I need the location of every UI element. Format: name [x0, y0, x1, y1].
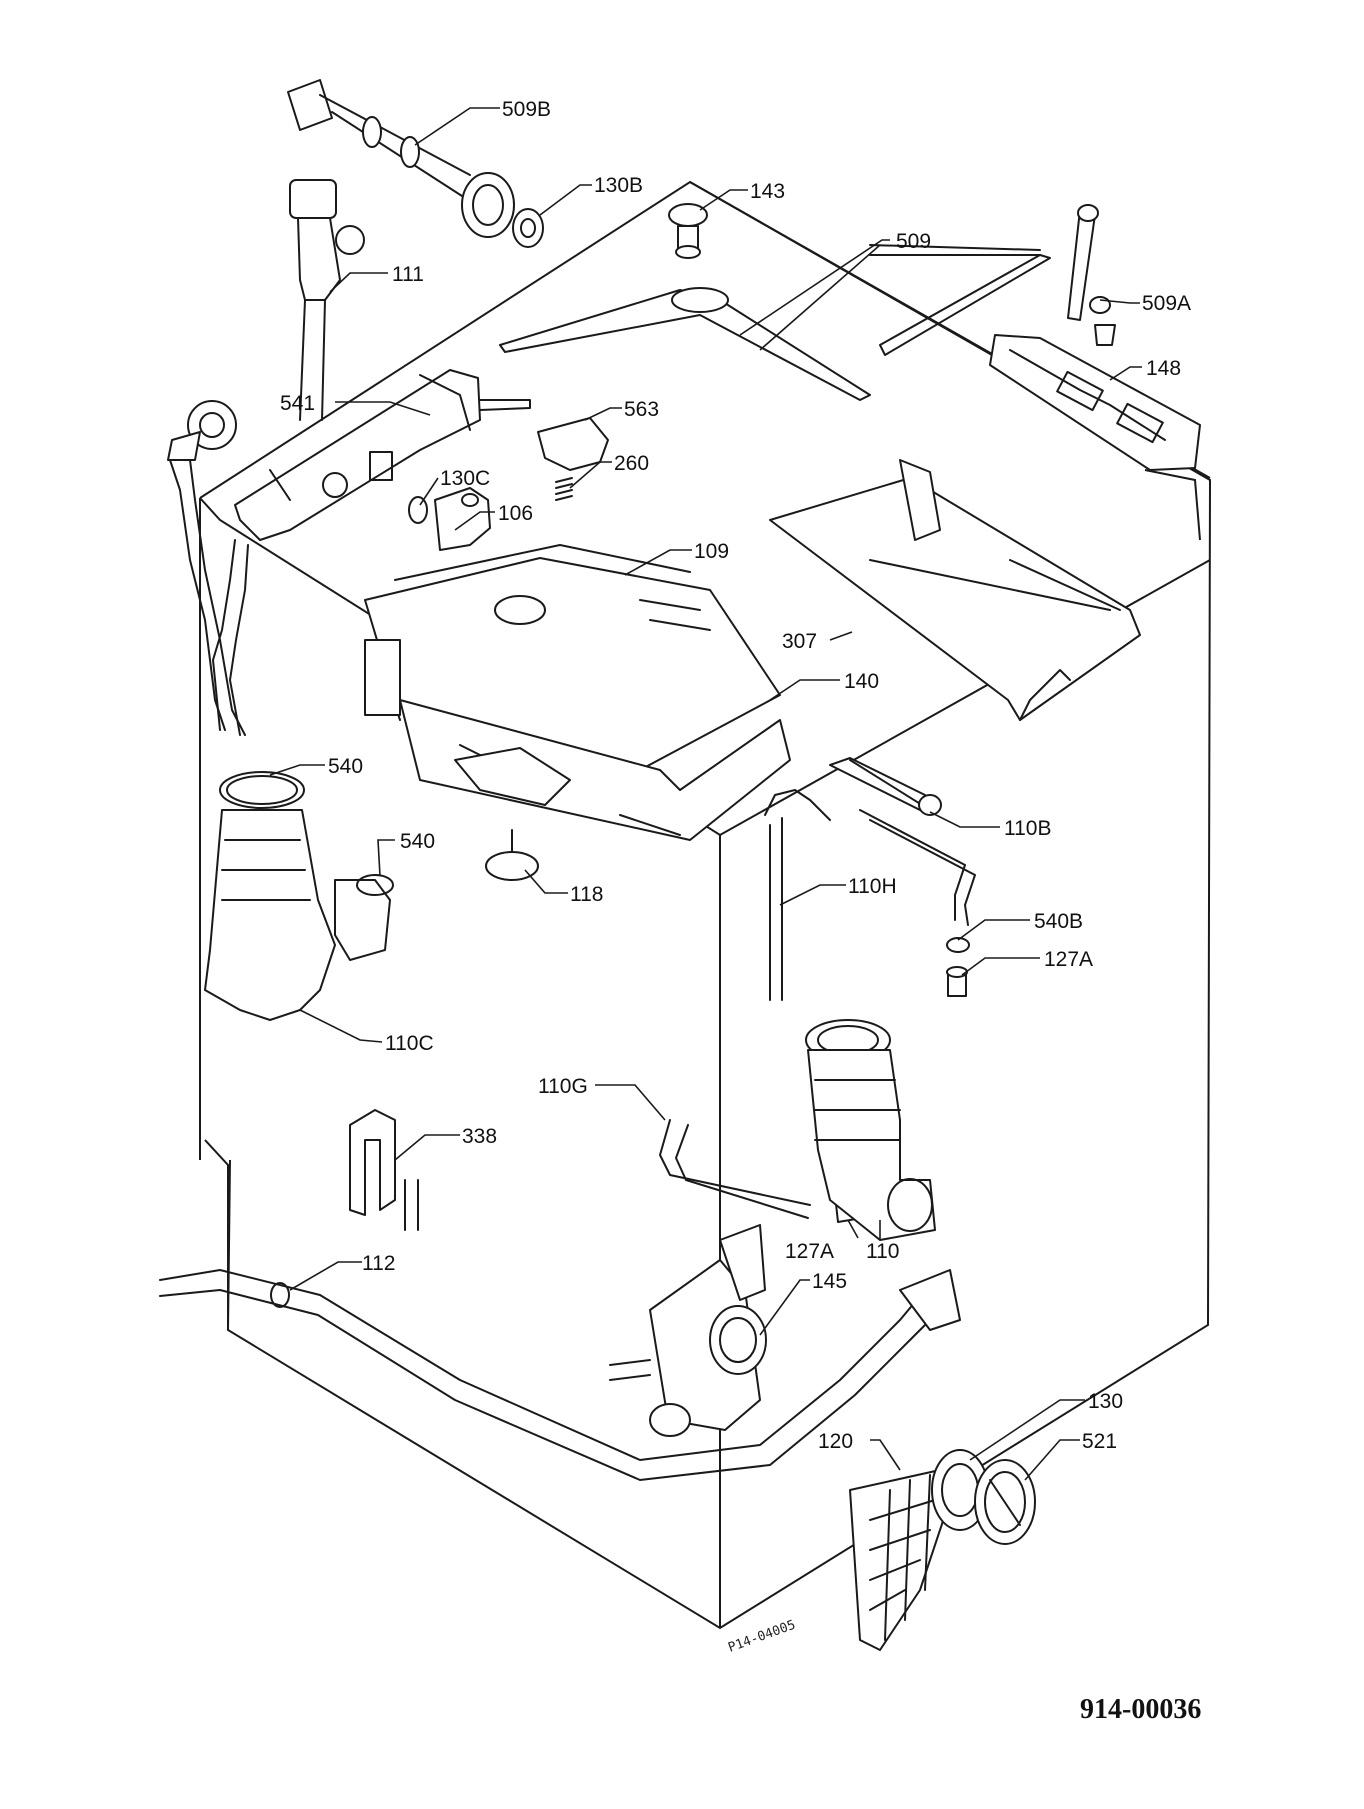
- washer-130c: [408, 496, 428, 524]
- hose-110g: [659, 1119, 811, 1219]
- label-307: 307: [782, 630, 817, 653]
- pump-housing-145: [609, 1224, 767, 1437]
- label-145: 145: [812, 1270, 847, 1293]
- label-127a-bottom: 127A: [785, 1240, 834, 1263]
- label-106: 106: [498, 502, 533, 525]
- dispenser-housing-109: [364, 544, 781, 771]
- drawing-number: 914-00036: [1080, 1694, 1201, 1725]
- dispenser-handle-148: [989, 334, 1201, 471]
- bellows-110: [805, 1019, 936, 1241]
- washer-130b: [512, 208, 544, 248]
- label-118: 118: [570, 883, 603, 906]
- label-110h: 110H: [848, 875, 897, 898]
- label-110g: 110G: [538, 1075, 588, 1098]
- filter-cap-521: [974, 1459, 1036, 1545]
- label-111: 111: [392, 263, 424, 286]
- clamp-540b: [946, 937, 970, 953]
- label-130: 130: [1088, 1390, 1123, 1413]
- label-540-left: 540: [328, 755, 363, 778]
- label-540b: 540B: [1034, 910, 1083, 933]
- label-540-right: 540: [400, 830, 435, 853]
- hose-110b: [829, 757, 976, 926]
- label-130b: 130B: [594, 174, 643, 197]
- float-valve-118: [485, 829, 539, 881]
- valve-106: [434, 487, 491, 551]
- label-509: 509: [896, 230, 931, 253]
- inlet-hose-541: [167, 400, 249, 736]
- drawing-stamp-code: P14-04005: [726, 1618, 797, 1656]
- label-110: 110: [866, 1240, 899, 1263]
- spray-arm-509: [499, 244, 1051, 401]
- label-110c: 110C: [385, 1032, 434, 1055]
- detergent-drawer-307: [769, 459, 1141, 721]
- label-109: 109: [694, 540, 729, 563]
- label-143: 143: [750, 180, 785, 203]
- hose-110h: [764, 789, 831, 1001]
- callout-labels: 509B 130B 143 509 509A 111 148 541 563 2…: [280, 98, 1191, 1453]
- leader-lines: [269, 107, 1142, 1481]
- label-509a: 509A: [1142, 292, 1191, 315]
- label-563: 563: [624, 398, 659, 421]
- lever-509a: [1067, 204, 1116, 346]
- drain-hose-112: [159, 1269, 961, 1481]
- flap-563: [537, 417, 609, 471]
- inlet-hose-509b: [287, 79, 515, 238]
- label-120: 120: [818, 1430, 853, 1453]
- label-140: 140: [844, 670, 879, 693]
- valve-111: [289, 179, 365, 421]
- label-110b: 110B: [1004, 817, 1052, 840]
- label-509b: 509B: [502, 98, 551, 121]
- bellows-540: [204, 771, 336, 1021]
- label-521: 521: [1082, 1430, 1117, 1453]
- clip-338: [349, 1109, 419, 1231]
- label-148: 148: [1146, 357, 1181, 380]
- label-541: 541: [280, 392, 315, 415]
- bracket-541: [234, 369, 531, 541]
- knob-143: [668, 203, 708, 259]
- nozzle-127a-top: [946, 966, 968, 997]
- label-127a-top: 127A: [1044, 948, 1093, 971]
- label-260: 260: [614, 452, 649, 475]
- label-112: 112: [362, 1252, 395, 1275]
- label-338: 338: [462, 1125, 497, 1148]
- clamp-540-right: [334, 874, 394, 961]
- spring-260: [555, 477, 573, 501]
- label-130c: 130C: [440, 467, 490, 490]
- dispenser-lower-140: [399, 699, 791, 841]
